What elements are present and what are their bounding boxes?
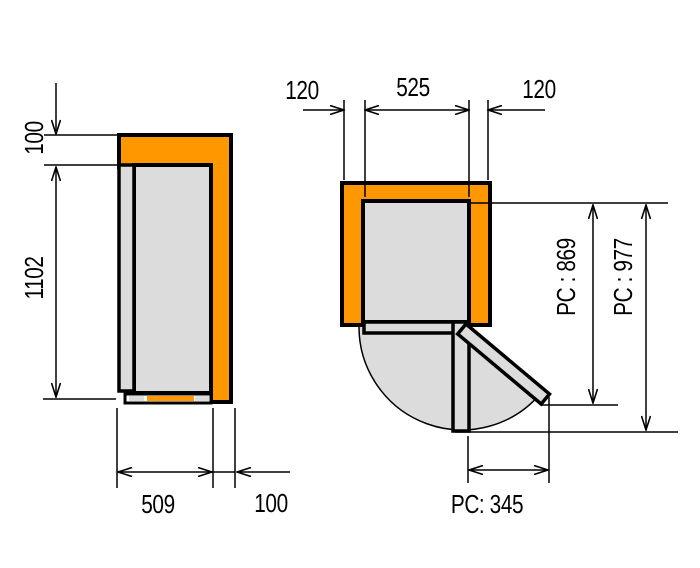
dim-label-gap-right: 120 (522, 75, 556, 104)
door-open-max-position (455, 321, 552, 407)
door-swing-arc (358, 326, 542, 431)
cabinet-plan-shape (361, 199, 471, 324)
dim-label-top-panel: 100 (20, 121, 49, 155)
front-view (117, 133, 233, 405)
front-view-dimensions (43, 83, 290, 488)
dim-label-pc-977: PC : 977 (609, 238, 638, 316)
plinth-foot-left (129, 396, 144, 401)
cabinet-body-shape (132, 163, 213, 395)
plan-view (340, 181, 552, 433)
door-closed-position (362, 320, 457, 335)
dim-label-pc-869: PC : 869 (552, 238, 581, 316)
dimension-labels: 100 1102 509 100 120 525 120 PC : 869 PC… (20, 73, 638, 519)
dim-label-pc-345: PC: 345 (451, 490, 524, 519)
dim-label-side-panel: 100 (254, 489, 288, 518)
plinth-vent-strip (147, 396, 194, 401)
dim-label-door-width: 509 (141, 490, 174, 519)
plinth-foot-right (195, 396, 209, 401)
door-slab-shape (117, 163, 136, 393)
dim-label-width: 525 (396, 73, 430, 102)
dim-label-gap-left: 120 (285, 76, 319, 105)
door-open-90-position (451, 320, 471, 433)
plan-view-dimensions (303, 100, 678, 483)
door-swing-arc-fill (359, 327, 541, 430)
dim-label-interior-height: 1102 (20, 256, 49, 299)
